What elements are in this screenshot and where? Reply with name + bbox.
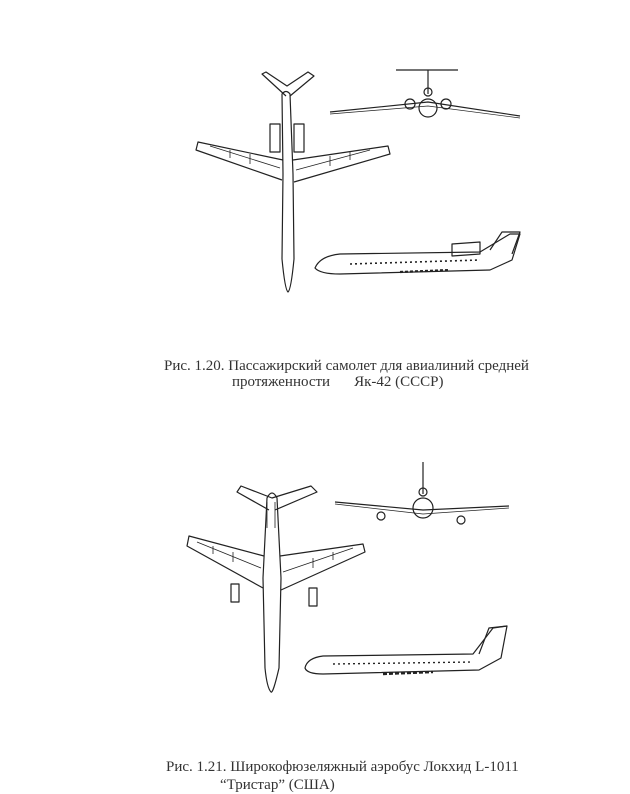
l1011-front-wing <box>334 501 510 511</box>
l1011-front-fuselage <box>412 497 434 519</box>
yak42-front-fuselage <box>418 98 438 118</box>
l1011-top-wing-left <box>186 535 265 589</box>
figure-caption-line: протяженности Як-42 (СССР) <box>232 373 443 391</box>
caption-text: протяженности <box>232 374 331 390</box>
l1011-top-engine-left <box>230 583 240 603</box>
yak42-three-view-illustration <box>195 69 521 293</box>
l1011-top-wing-right <box>279 543 366 591</box>
yak42-side-fin <box>489 231 521 255</box>
l1011-front-engine-left <box>376 511 386 521</box>
l1011-front-engine-right <box>456 515 466 525</box>
yak42-front-tail <box>396 69 458 94</box>
yak42-front-engine-right <box>440 98 452 110</box>
yak42-top-engine-left <box>269 123 281 153</box>
yak42-front-engine-left <box>404 98 416 110</box>
l1011-three-view-illustration <box>186 462 510 693</box>
figure-caption-line: Рис. 1.21. Широкофюзеляжный аэробус Локх… <box>166 759 519 775</box>
l1011-top-fuselage <box>262 492 282 693</box>
yak42-top-wing-left <box>195 141 284 181</box>
yak42-side-fuselage <box>314 233 521 275</box>
yak42-side-engine <box>451 241 481 257</box>
yak42-top-engine-right <box>293 123 305 153</box>
figure-caption-line: “Тристар” (США) <box>220 777 335 793</box>
figure-caption-line: Рис. 1.20. Пассажирский самолет для авиа… <box>164 358 529 374</box>
caption-text: Як-42 (СССР) <box>354 374 444 390</box>
l1011-side-fin <box>478 625 508 655</box>
yak42-top-tailplane <box>261 71 315 97</box>
yak42-top-wing-right <box>292 145 391 183</box>
yak42-top-fuselage <box>281 90 295 293</box>
l1011-top-engine-right <box>308 587 318 607</box>
l1011-top-tailplane <box>236 485 318 511</box>
l1011-side-fuselage <box>304 625 508 675</box>
figure-l1011-drawing <box>183 458 518 698</box>
yak42-front-wing <box>329 101 521 117</box>
figure-yak42-drawing <box>190 64 525 296</box>
